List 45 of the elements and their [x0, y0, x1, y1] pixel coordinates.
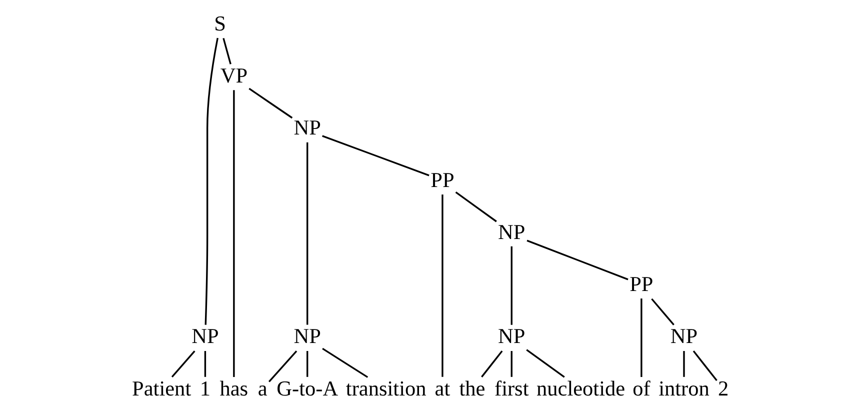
connector	[526, 240, 628, 280]
node-text: NP	[498, 220, 526, 244]
node-text: first	[494, 376, 529, 400]
node-text: S	[214, 11, 226, 36]
node-text: of	[632, 376, 650, 400]
connector	[322, 348, 368, 378]
connector	[268, 350, 298, 382]
connector	[692, 350, 718, 382]
connector	[233, 90, 235, 377]
connector	[204, 351, 206, 377]
node-text: NP	[294, 116, 321, 140]
node-text: the	[459, 376, 486, 400]
connector	[306, 351, 308, 377]
connector	[322, 135, 430, 176]
node-text: transition	[346, 376, 426, 400]
connector	[222, 38, 232, 64]
node-text: NP	[192, 324, 219, 348]
node-text: 1	[200, 376, 211, 400]
connector	[651, 298, 674, 326]
node-text: at	[434, 376, 450, 400]
connector	[683, 351, 685, 377]
connector	[204, 38, 218, 325]
connector	[442, 194, 444, 377]
connector	[171, 350, 196, 378]
node-text: PP	[430, 168, 454, 192]
node-text: NP	[294, 324, 321, 348]
node-text: G-to-A	[276, 376, 338, 400]
connector	[248, 88, 293, 119]
connector	[481, 350, 503, 378]
connector	[640, 298, 642, 378]
node-text: intron	[658, 376, 710, 400]
node-text: has	[220, 376, 248, 400]
node-text: 2	[718, 376, 729, 400]
connector	[526, 349, 565, 378]
connector	[455, 191, 497, 222]
connector	[510, 351, 512, 377]
node-text: NP	[498, 324, 526, 348]
node-text: NP	[670, 324, 698, 348]
connector	[306, 142, 308, 325]
connector	[510, 246, 512, 325]
node-text: a	[258, 376, 268, 400]
node-text: nucleotide	[536, 376, 626, 400]
node-text: VP	[220, 63, 248, 88]
node-text: Patient	[132, 376, 192, 400]
node-text: PP	[630, 272, 654, 296]
